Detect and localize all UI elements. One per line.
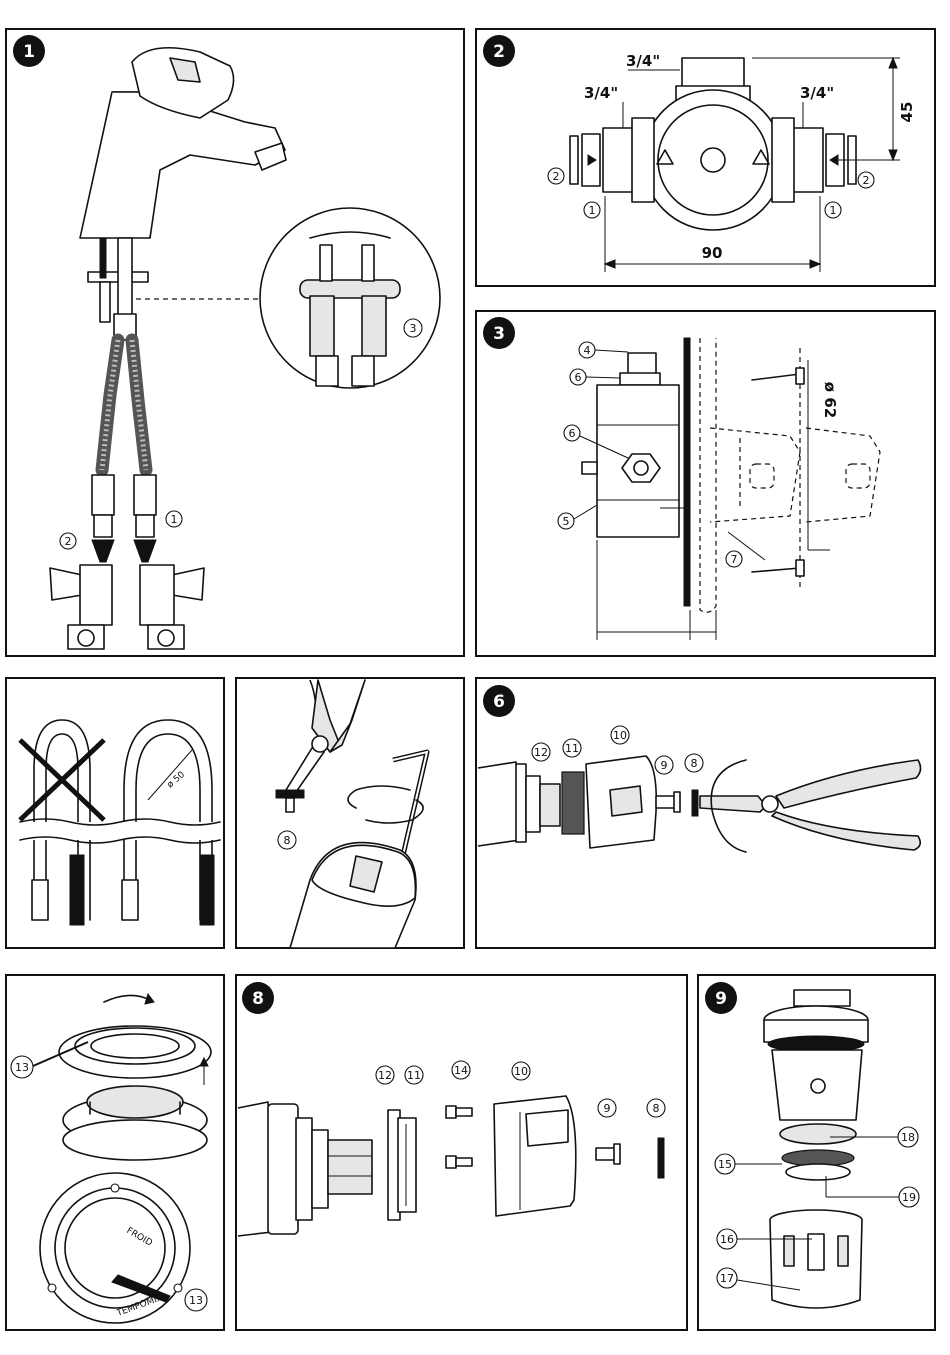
- part-11: [562, 772, 584, 834]
- svg-text:15: 15: [718, 1158, 732, 1171]
- dim-width: 90: [702, 244, 723, 262]
- panel-8: 8 12 11 14 1: [236, 975, 687, 1330]
- step-badge-1: 1: [13, 35, 45, 67]
- svg-text:13: 13: [15, 1061, 29, 1074]
- svg-text:3: 3: [410, 322, 417, 335]
- panel-2: 2 3/4" 3/4" 3/4" 45 90: [476, 29, 935, 286]
- svg-text:2: 2: [493, 42, 505, 62]
- detail-zoom-circle: [260, 208, 440, 388]
- panel-6: 6 12 11 10 9 8: [476, 678, 935, 948]
- svg-text:9: 9: [604, 1102, 611, 1115]
- callout-13-bottom: 13: [185, 1289, 207, 1311]
- callout-1-right: 1: [825, 202, 841, 218]
- dim-right-thread: 3/4": [800, 84, 834, 102]
- part-8-pin: [692, 790, 698, 816]
- callout-8: 8: [278, 831, 296, 849]
- callout-9: 9: [655, 756, 673, 774]
- callout-8: 8: [685, 754, 703, 772]
- svg-text:10: 10: [613, 729, 627, 742]
- svg-text:4: 4: [584, 344, 591, 357]
- svg-text:1: 1: [23, 42, 35, 62]
- callout-12: 12: [532, 743, 550, 761]
- svg-text:11: 11: [565, 742, 579, 755]
- svg-text:11: 11: [407, 1069, 421, 1082]
- callout-2-left: 2: [548, 168, 564, 184]
- svg-text:9: 9: [661, 759, 668, 772]
- step-badge-8: 8: [242, 982, 274, 1014]
- svg-text:13: 13: [189, 1294, 203, 1307]
- svg-text:5: 5: [563, 515, 570, 528]
- svg-text:6: 6: [575, 371, 582, 384]
- svg-text:8: 8: [252, 989, 264, 1009]
- callout-12: 12: [376, 1066, 394, 1084]
- dim-height: 45: [898, 102, 916, 123]
- svg-text:2: 2: [553, 170, 560, 183]
- step-badge-2: 2: [483, 35, 515, 67]
- callout-9: 9: [598, 1099, 616, 1117]
- panel-9: 9 18 15 19 16 17: [698, 975, 935, 1330]
- step-badge-9: 9: [705, 982, 737, 1014]
- panel-1: 1 1: [6, 29, 464, 656]
- svg-text:14: 14: [454, 1064, 468, 1077]
- callout-3: 3: [404, 319, 422, 337]
- svg-text:6: 6: [493, 692, 505, 712]
- svg-text:9: 9: [715, 989, 727, 1009]
- svg-text:8: 8: [691, 757, 698, 770]
- svg-text:2: 2: [65, 535, 72, 548]
- step-badge-6: 6: [483, 685, 515, 717]
- svg-text:1: 1: [171, 513, 178, 526]
- part-8-pin: [658, 1138, 664, 1178]
- callout-10: 10: [512, 1062, 530, 1080]
- callout-10: 10: [611, 726, 629, 744]
- panel-5: 8: [236, 678, 464, 948]
- svg-text:7: 7: [731, 553, 738, 566]
- callout-1-left: 1: [584, 202, 600, 218]
- panel-3: 3 ø 62 4 6: [476, 311, 935, 656]
- svg-text:17: 17: [720, 1272, 734, 1285]
- svg-text:6: 6: [569, 427, 576, 440]
- svg-text:2: 2: [863, 174, 870, 187]
- callout-2: 2: [60, 533, 76, 549]
- flange-top-view: [40, 1173, 190, 1323]
- svg-text:12: 12: [378, 1069, 392, 1082]
- svg-text:16: 16: [720, 1233, 734, 1246]
- panel-4: ø 50: [6, 678, 224, 948]
- svg-text:8: 8: [284, 834, 291, 847]
- panel-7: TEMPOMIX FROID 13 13: [6, 975, 224, 1330]
- svg-text:19: 19: [902, 1191, 916, 1204]
- callout-2-right: 2: [858, 172, 874, 188]
- svg-text:8: 8: [653, 1102, 660, 1115]
- step-badge-3: 3: [483, 317, 515, 349]
- callout-11: 11: [563, 739, 581, 757]
- dim-top-thread: 3/4": [626, 52, 660, 70]
- svg-text:3: 3: [493, 324, 505, 344]
- part-10-cap: [494, 1096, 576, 1216]
- svg-text:18: 18: [901, 1131, 915, 1144]
- svg-text:1: 1: [589, 204, 596, 217]
- dim-left-thread: 3/4": [584, 84, 618, 102]
- callout-8: 8: [647, 1099, 665, 1117]
- filter-sleeve: [770, 1210, 862, 1308]
- svg-text:1: 1: [830, 204, 837, 217]
- callout-14: 14: [452, 1061, 470, 1079]
- callout-11: 11: [405, 1066, 423, 1084]
- svg-text:12: 12: [534, 746, 548, 759]
- dim-diameter: ø 62: [821, 382, 839, 418]
- part-10-cap: [586, 756, 656, 848]
- svg-text:10: 10: [514, 1065, 528, 1078]
- part-12-11: [388, 1110, 416, 1220]
- callout-1: 1: [166, 511, 182, 527]
